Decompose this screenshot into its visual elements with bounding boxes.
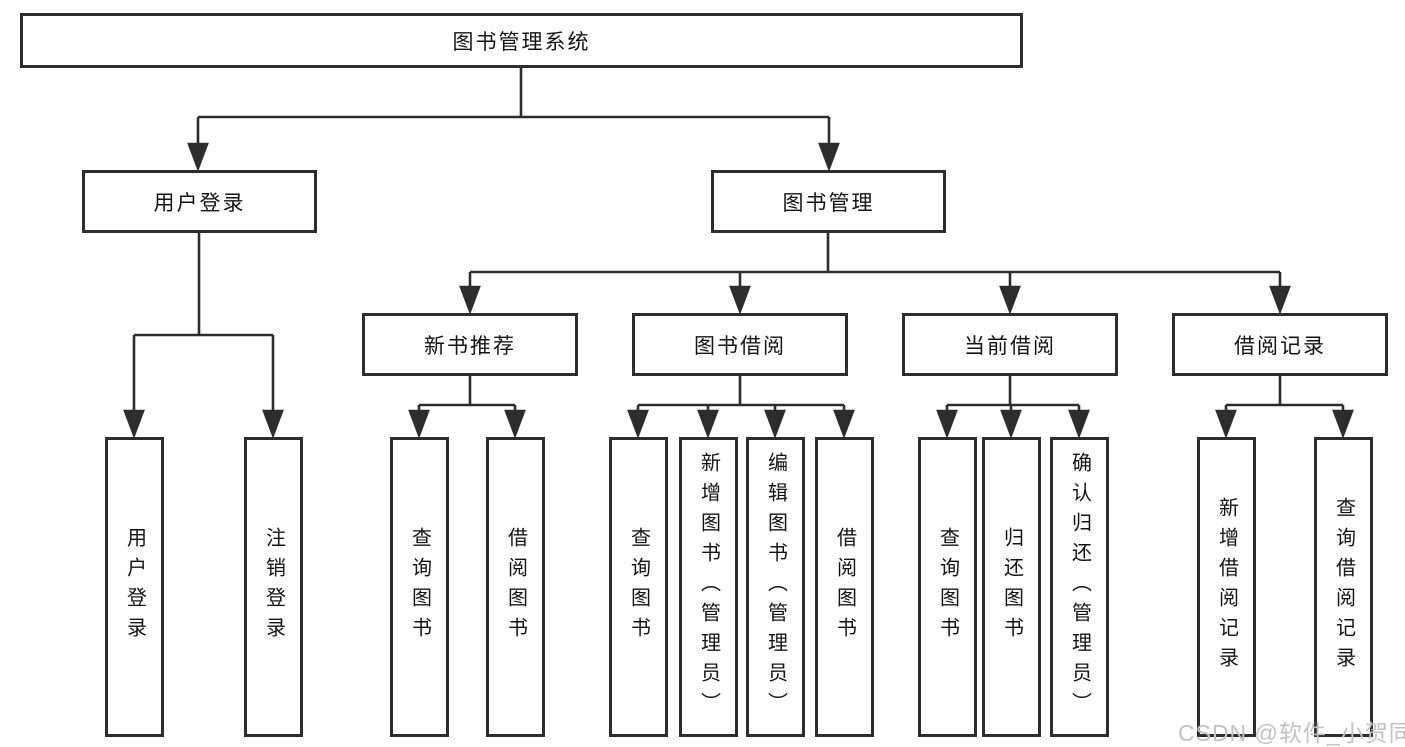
node-book-borrow: 图书借阅 xyxy=(632,313,848,376)
connector-current-borrow-children xyxy=(936,376,1090,439)
node-user-login: 用户登录 xyxy=(82,170,317,233)
leaf-user-login: 用户登录 xyxy=(105,437,164,737)
leaf-query-books-current: 查询图书 xyxy=(918,437,977,737)
node-new-book-recommend: 新书推荐 xyxy=(362,313,578,376)
node-borrow-records: 借阅记录 xyxy=(1172,313,1388,376)
leaf-edit-books-admin: 编辑图书（管理员） xyxy=(746,437,805,737)
node-book-management: 图书管理 xyxy=(711,170,946,233)
node-root-library-system: 图书管理系统 xyxy=(20,13,1023,68)
leaf-confirm-return-admin: 确认归还（管理员） xyxy=(1050,437,1109,737)
connector-root-to-level1 xyxy=(187,66,840,172)
leaf-return-books: 归还图书 xyxy=(982,437,1041,737)
leaf-borrow-books: 借阅图书 xyxy=(815,437,874,737)
node-current-borrow: 当前借阅 xyxy=(902,313,1118,376)
connector-borrow-record-children xyxy=(1215,376,1354,439)
leaf-add-books-admin: 新增图书（管理员） xyxy=(679,437,738,737)
leaf-query-books-borrow: 查询图书 xyxy=(609,437,668,737)
connector-user-login-children xyxy=(123,233,284,439)
connector-new-book-children xyxy=(408,376,526,439)
leaf-borrow-books-recommend: 借阅图书 xyxy=(486,437,545,737)
connector-book-management-children xyxy=(459,233,1291,315)
connector-book-borrow-children xyxy=(627,376,855,439)
leaf-logout: 注销登录 xyxy=(244,437,303,737)
leaf-query-books-recommend: 查询图书 xyxy=(390,437,449,737)
leaf-add-borrow-record: 新增借阅记录 xyxy=(1197,437,1256,737)
csdn-watermark: CSDN @软件_小贺同学 xyxy=(1178,720,1405,746)
leaf-query-borrow-record: 查询借阅记录 xyxy=(1314,437,1373,737)
